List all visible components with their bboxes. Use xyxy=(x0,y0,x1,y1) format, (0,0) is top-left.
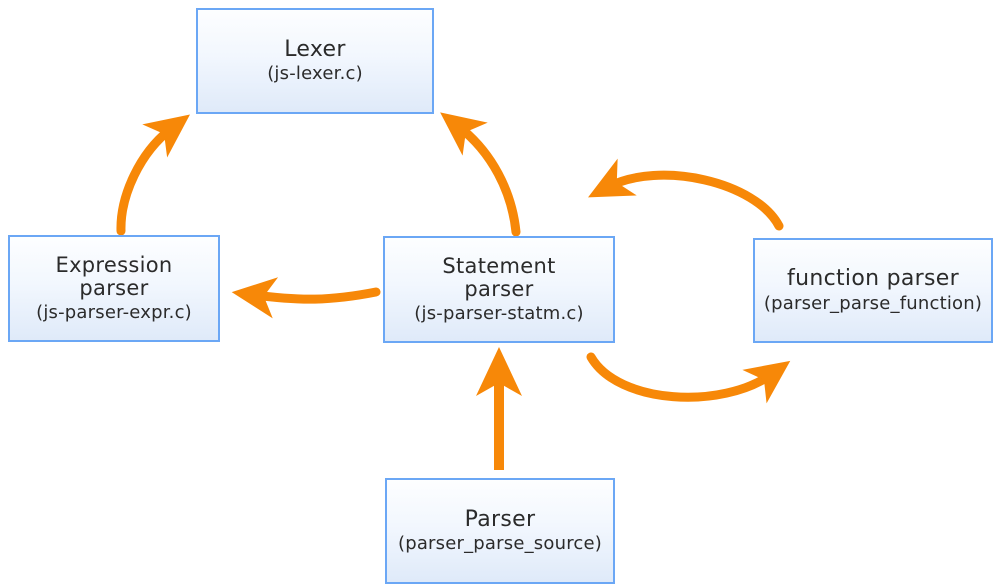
node-statement-parser[interactable]: Statement parser (js-parser-statm.c) xyxy=(383,236,615,343)
node-expression-parser-title: Expression parser xyxy=(55,252,173,301)
node-function-parser[interactable]: function parser (parser_parse_function) xyxy=(753,238,993,343)
arrow-statement-to-function xyxy=(586,352,791,404)
arrow-statement-to-expression xyxy=(231,277,381,319)
node-statement-parser-subtitle: (js-parser-statm.c) xyxy=(414,302,584,324)
node-parser-title: Parser xyxy=(464,506,536,532)
arrow-statement-to-lexer xyxy=(440,112,521,237)
node-parser[interactable]: Parser (parser_parse_source) xyxy=(385,478,615,584)
node-lexer-title: Lexer xyxy=(284,36,346,62)
arrow-function-to-statement xyxy=(588,158,784,231)
node-expression-parser-title-line1: Expression xyxy=(55,252,173,277)
node-lexer-subtitle: (js-lexer.c) xyxy=(267,63,363,85)
node-parser-subtitle: (parser_parse_source) xyxy=(397,533,603,555)
node-statement-parser-title-line2: parser xyxy=(464,277,534,302)
node-expression-parser-title-line2: parser xyxy=(79,276,149,301)
arrow-expression-to-lexer xyxy=(116,114,190,236)
node-statement-parser-title-line1: Statement xyxy=(442,253,556,278)
node-function-parser-title: function parser xyxy=(787,266,959,292)
node-lexer[interactable]: Lexer (js-lexer.c) xyxy=(196,8,434,114)
node-statement-parser-title: Statement parser xyxy=(442,253,556,302)
node-function-parser-subtitle: (parser_parse_function) xyxy=(763,292,983,314)
node-expression-parser-subtitle: (js-parser-expr.c) xyxy=(36,301,192,323)
node-expression-parser[interactable]: Expression parser (js-parser-expr.c) xyxy=(8,235,220,342)
